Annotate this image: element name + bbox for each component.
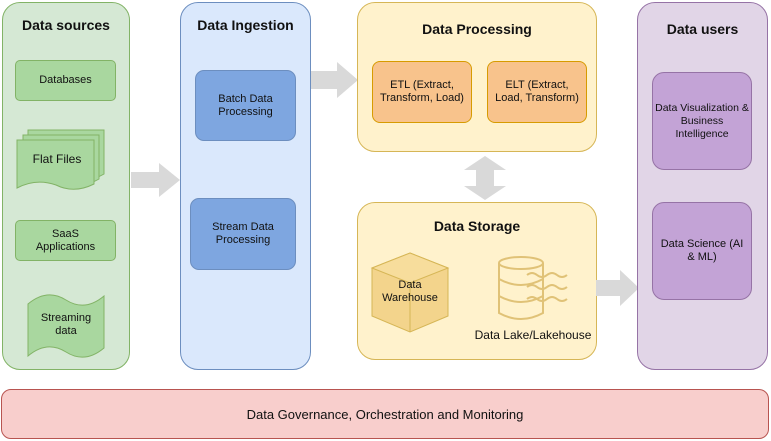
- stream-data-processing-label: Stream Data Processing: [212, 221, 274, 246]
- data-lake-label: Data Lake/Lakehouse: [474, 328, 592, 342]
- streaming-data-label: Streaming data: [40, 312, 92, 337]
- arrow-ingestion-to-processing: [311, 62, 358, 98]
- etl-label: ETL (Extract, Transform, Load): [380, 79, 464, 104]
- data-users-panel: Data users: [637, 2, 768, 370]
- saas-applications-node[interactable]: SaaS Applications: [15, 220, 116, 261]
- data-users-title: Data users: [666, 21, 739, 37]
- data-sources-title: Data sources: [22, 17, 110, 33]
- elt-label: ELT (Extract, Load, Transform): [495, 79, 579, 104]
- streaming-data-icon[interactable]: [27, 292, 105, 360]
- stream-data-processing-node[interactable]: Stream Data Processing: [190, 198, 296, 270]
- arrow-processing-storage: [464, 156, 506, 200]
- arrow-storage-to-users: [596, 270, 639, 306]
- data-science-label: Data Science (AI & ML): [660, 238, 744, 263]
- data-visualization-node[interactable]: Data Visualization & Business Intelligen…: [652, 72, 752, 170]
- flat-files-label: Flat Files: [32, 152, 82, 166]
- data-warehouse-label: Data Warehouse: [382, 279, 438, 304]
- elt-node[interactable]: ELT (Extract, Load, Transform): [487, 61, 587, 123]
- data-ingestion-title: Data Ingestion: [197, 17, 294, 33]
- etl-node[interactable]: ETL (Extract, Transform, Load): [372, 61, 472, 123]
- data-lake-icon[interactable]: [497, 255, 571, 321]
- data-warehouse-icon[interactable]: [370, 252, 450, 334]
- batch-data-processing-node[interactable]: Batch Data Processing: [195, 70, 296, 141]
- arrow-sources-to-ingestion: [131, 163, 180, 197]
- data-processing-title: Data Processing: [422, 21, 532, 37]
- data-governance-label: Data Governance, Orchestration and Monit…: [246, 406, 524, 422]
- data-science-node[interactable]: Data Science (AI & ML): [652, 202, 752, 300]
- batch-data-processing-label: Batch Data Processing: [218, 92, 273, 118]
- data-storage-title: Data Storage: [433, 218, 521, 234]
- data-governance-bar[interactable]: Data Governance, Orchestration and Monit…: [1, 389, 769, 439]
- data-visualization-label: Data Visualization & Business Intelligen…: [655, 101, 749, 140]
- flat-files-icon[interactable]: [14, 128, 106, 190]
- databases-node[interactable]: Databases: [15, 60, 116, 101]
- databases-label: Databases: [39, 74, 92, 86]
- saas-applications-label: SaaS Applications: [35, 227, 96, 253]
- data-ingestion-panel: Data Ingestion: [180, 2, 311, 370]
